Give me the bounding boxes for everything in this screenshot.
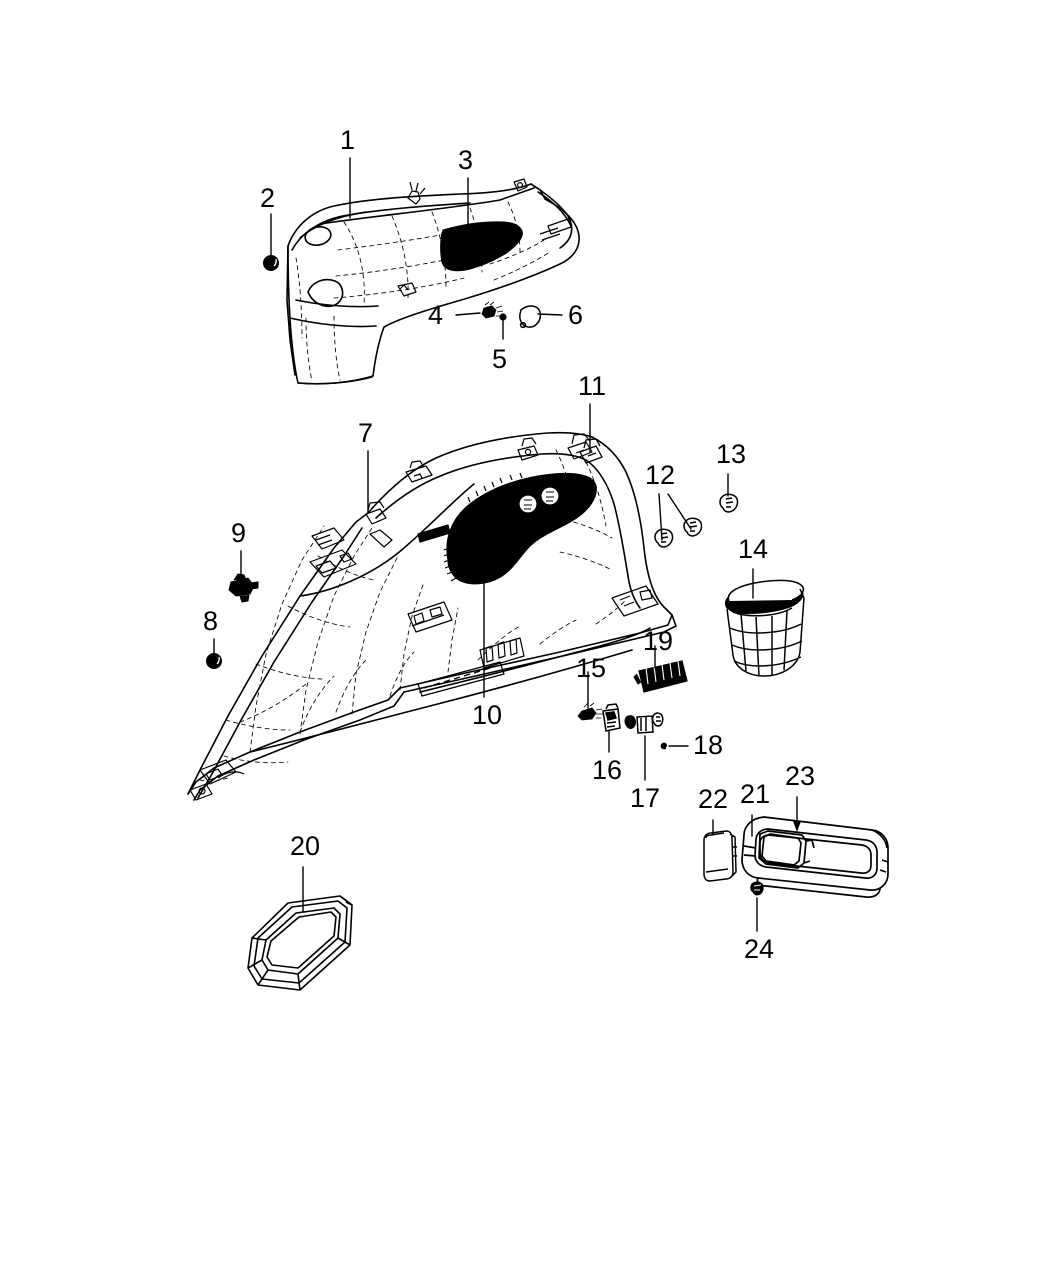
callout-number-20[interactable]: 20 xyxy=(290,831,321,861)
callout-number-5[interactable]: 5 xyxy=(492,344,508,374)
part-2-round-plug xyxy=(263,255,279,271)
callout-number-23[interactable]: 23 xyxy=(785,761,816,791)
leader-4 xyxy=(455,312,481,316)
callout-number-24[interactable]: 24 xyxy=(744,934,775,964)
leader-12b xyxy=(667,493,692,530)
part-17-double-barrel-clip xyxy=(624,712,664,734)
part-24-small-grommet xyxy=(750,881,764,896)
part-13-push-nut xyxy=(719,493,739,513)
callout-number-7[interactable]: 7 xyxy=(358,418,374,448)
part-9-retainer-clip xyxy=(228,573,259,603)
callout-number-13[interactable]: 13 xyxy=(716,439,747,469)
callout-number-9[interactable]: 9 xyxy=(231,518,247,548)
part-5-retainer-pin xyxy=(499,313,507,321)
callout-number-14[interactable]: 14 xyxy=(738,534,769,564)
callout-number-18[interactable]: 18 xyxy=(693,730,724,760)
leader-12a xyxy=(658,493,663,541)
part-22-plug-cover xyxy=(703,830,737,882)
callout-number-10[interactable]: 10 xyxy=(472,700,503,730)
callout-number-8[interactable]: 8 xyxy=(203,606,219,636)
part-6-cover-cap xyxy=(519,305,542,329)
callout-number-19[interactable]: 19 xyxy=(643,626,674,656)
part-1-upper-quarter-trim-panel xyxy=(286,183,580,385)
callout-number-11[interactable]: 11 xyxy=(578,371,607,401)
part-12-clips-pair xyxy=(654,517,703,548)
callout-number-22[interactable]: 22 xyxy=(698,784,729,814)
callout-number-4[interactable]: 4 xyxy=(428,300,444,330)
callout-number-1[interactable]: 1 xyxy=(340,125,356,155)
callout-number-2[interactable]: 2 xyxy=(260,183,276,213)
part-3-speaker-grille-insert xyxy=(440,221,523,272)
callout-number-21[interactable]: 21 xyxy=(740,779,771,809)
part-7-bracket-details xyxy=(189,433,659,801)
part-15-small-screw xyxy=(577,702,603,721)
part-8-round-plug xyxy=(206,653,222,669)
callout-number-16[interactable]: 16 xyxy=(592,755,623,785)
callout-leader-lines xyxy=(213,157,801,932)
callout-number-17[interactable]: 17 xyxy=(630,783,661,813)
leader-6 xyxy=(537,313,563,316)
part-16-small-retainer-clip xyxy=(602,703,621,732)
part-18-small-rivet xyxy=(660,742,668,750)
part-19-striker-block xyxy=(633,660,688,693)
callout-number-15[interactable]: 15 xyxy=(576,653,607,683)
part-14-cargo-net-bin xyxy=(725,579,805,677)
callout-number-6[interactable]: 6 xyxy=(568,300,584,330)
callout-number-3[interactable]: 3 xyxy=(458,145,474,175)
callout-number-12[interactable]: 12 xyxy=(645,460,676,490)
part-10-carpet-trim-insert xyxy=(443,472,597,585)
part-7-lower-quarter-trim-panel xyxy=(187,431,677,801)
leader-23-arrowhead xyxy=(793,821,801,832)
part-1-bracket-details xyxy=(397,178,572,297)
part-20-quarter-window-bezel xyxy=(247,895,353,991)
